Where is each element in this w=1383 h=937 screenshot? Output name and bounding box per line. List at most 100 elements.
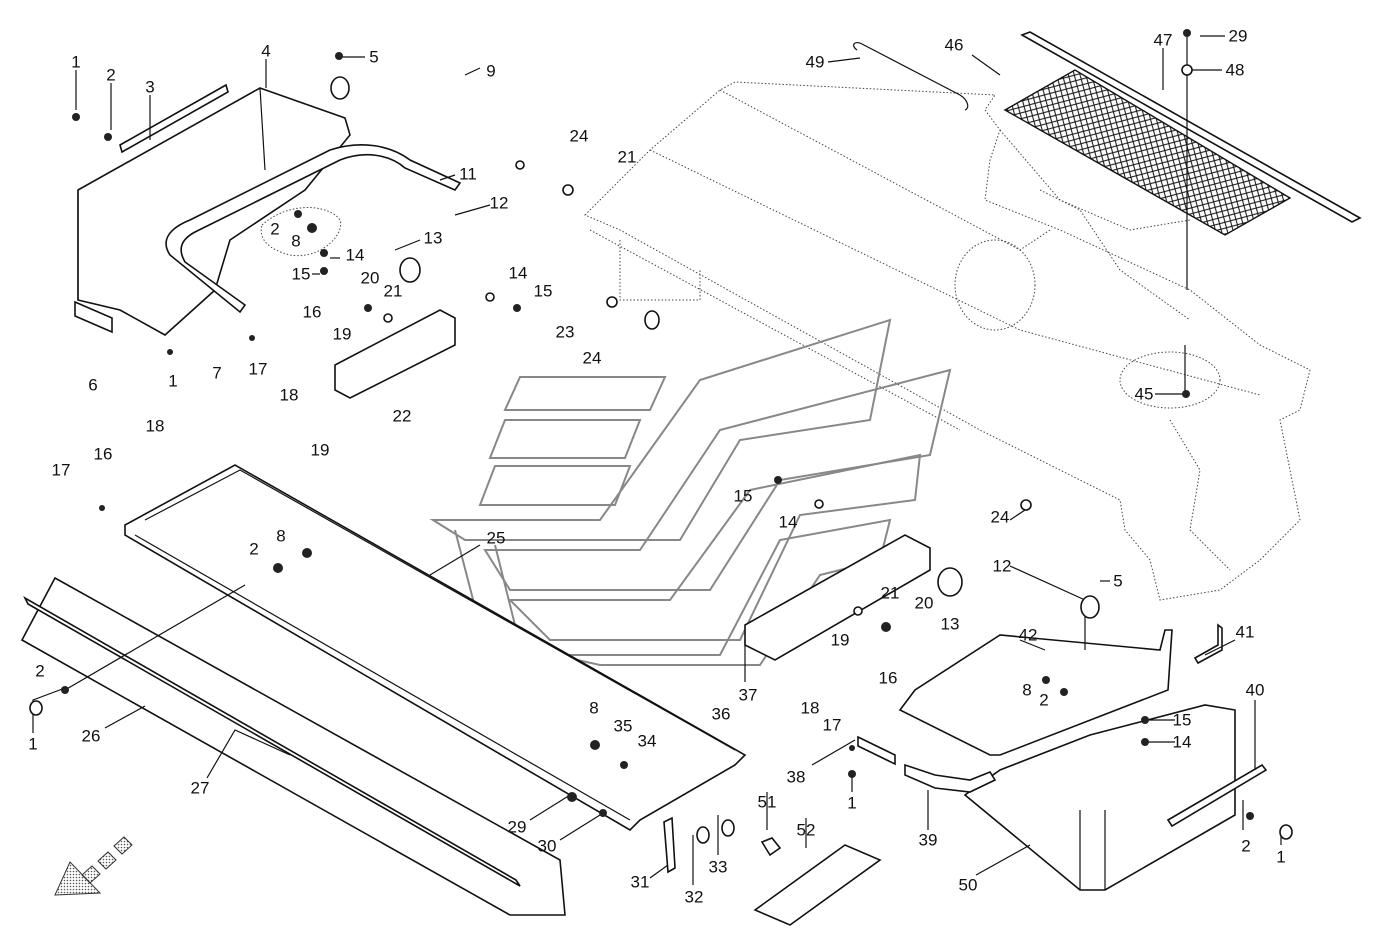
callout-21: 21 [880, 583, 900, 603]
callout-15: 15 [1172, 710, 1192, 730]
callout-18: 18 [279, 385, 299, 405]
callout-14: 14 [345, 245, 365, 265]
part-50-side-cover [963, 704, 1236, 891]
callout-13: 13 [940, 614, 960, 634]
callout-25: 25 [486, 528, 506, 548]
part-39-plate [904, 763, 997, 793]
callout-1: 1 [1276, 847, 1286, 867]
callout-2: 2 [106, 65, 116, 85]
callout-48: 48 [1225, 60, 1245, 80]
callout-24: 24 [569, 126, 589, 146]
direction-arrow-icon [54, 836, 133, 896]
callout-33: 33 [708, 857, 728, 877]
callout-14: 14 [508, 263, 528, 283]
callout-17: 17 [822, 715, 842, 735]
callout-15: 15 [533, 281, 553, 301]
callout-16: 16 [302, 302, 322, 322]
part-27-strip [23, 595, 521, 887]
callout-51: 51 [757, 792, 777, 812]
part-11-tube-frame [165, 144, 462, 314]
callout-23: 23 [555, 322, 575, 342]
callout-29: 29 [1228, 26, 1248, 46]
callout-29: 29 [507, 817, 527, 837]
callout-30: 30 [537, 836, 557, 856]
callout-26: 26 [81, 726, 101, 746]
callout-22: 22 [392, 406, 412, 426]
callout-35: 35 [613, 716, 633, 736]
callout-31: 31 [630, 872, 650, 892]
callout-16: 16 [93, 444, 113, 464]
callout-36: 36 [711, 704, 731, 724]
callout-leader-lines [32, 35, 1282, 885]
callout-46: 46 [944, 35, 964, 55]
callout-47: 47 [1153, 30, 1173, 50]
part-31-plate [663, 816, 676, 874]
part-40-strip [1166, 763, 1268, 828]
part-42-tube-frame [898, 629, 1173, 756]
callout-2: 2 [35, 661, 45, 681]
callout-1: 1 [168, 371, 178, 391]
callout-20: 20 [914, 593, 934, 613]
callout-5: 5 [369, 47, 379, 67]
callout-19: 19 [830, 630, 850, 650]
callout-18: 18 [145, 416, 165, 436]
callout-12: 12 [992, 556, 1012, 576]
machine-frame-outline [584, 81, 1311, 601]
callout-18: 18 [800, 698, 820, 718]
callout-8: 8 [1022, 680, 1032, 700]
callout-40: 40 [1245, 680, 1265, 700]
callout-24: 24 [582, 348, 602, 368]
callout-19: 19 [332, 324, 352, 344]
part-47-rail [1020, 31, 1362, 223]
part-22-bracket [334, 309, 456, 399]
callout-11: 11 [459, 164, 477, 184]
callout-2: 2 [270, 219, 280, 239]
callout-4: 4 [261, 41, 271, 61]
callout-6: 6 [88, 375, 98, 395]
part-12-bushing [937, 567, 963, 597]
callout-24: 24 [990, 507, 1010, 527]
part-6-plate [74, 300, 113, 334]
callout-1: 1 [847, 793, 857, 813]
callout-34: 34 [637, 731, 657, 751]
callout-27: 27 [190, 778, 210, 798]
callout-45: 45 [1134, 384, 1154, 404]
part-41-bracket [1193, 623, 1223, 665]
callout-21: 21 [383, 281, 403, 301]
callout-15: 15 [733, 486, 753, 506]
callout-2: 2 [249, 539, 259, 559]
callout-15: 15 [291, 264, 311, 284]
callout-37: 37 [738, 685, 758, 705]
part-52-label-tag [753, 844, 882, 926]
callout-8: 8 [276, 526, 286, 546]
callout-2: 2 [1039, 690, 1049, 710]
callout-50: 50 [958, 875, 978, 895]
part-38-plate [857, 735, 896, 766]
callout-8: 8 [589, 698, 599, 718]
part-3-strip [119, 83, 229, 154]
callout-7: 7 [212, 363, 222, 383]
hardware-parts [29, 29, 1293, 844]
part-49-hook [853, 41, 969, 111]
callout-5: 5 [1113, 571, 1123, 591]
callout-9: 9 [486, 61, 496, 81]
callout-12: 12 [489, 193, 509, 213]
callout-19: 19 [310, 440, 330, 460]
callout-13: 13 [423, 228, 443, 248]
callout-38: 38 [786, 767, 806, 787]
callout-17: 17 [248, 359, 268, 379]
callout-49: 49 [805, 52, 825, 72]
callout-32: 32 [684, 887, 704, 907]
brand-logo-watermark [429, 318, 952, 666]
callout-14: 14 [1172, 732, 1192, 752]
callout-52: 52 [796, 820, 816, 840]
callout-20: 20 [360, 268, 380, 288]
callout-14: 14 [778, 512, 798, 532]
callout-1: 1 [28, 734, 38, 754]
callout-1: 1 [71, 52, 81, 72]
callout-42: 42 [1018, 625, 1038, 645]
part-25-long-frame [124, 464, 747, 832]
callout-39: 39 [918, 830, 938, 850]
callout-3: 3 [145, 77, 155, 97]
